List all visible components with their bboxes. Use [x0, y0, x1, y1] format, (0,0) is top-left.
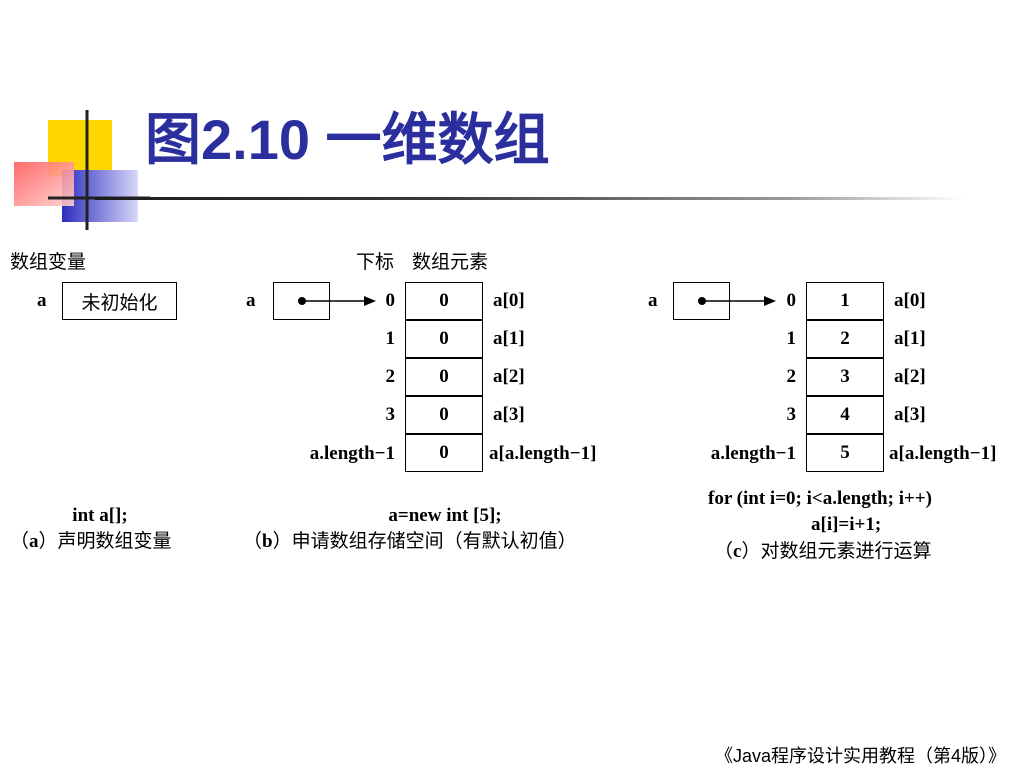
reference-dot: [298, 297, 306, 305]
panel-b-cell: 0: [405, 434, 483, 472]
panel-c-cell: 3: [806, 358, 884, 396]
panel-c-index: 3: [786, 404, 797, 425]
panel-c-element-name: a[a.length−1]: [889, 443, 997, 464]
panel-c-code-line1: for (int i=0; i<a.length; i++): [708, 488, 932, 509]
title-divider: [95, 197, 965, 200]
slide-footer: 《Java程序设计实用教程（第4版）》: [714, 746, 1006, 766]
panel-c-element-name: a[0]: [894, 290, 926, 311]
panel-b-index: a.length−1: [309, 443, 395, 464]
panel-b-code: a=new int [5];: [388, 505, 502, 526]
panel-b-cell: 0: [405, 282, 483, 320]
panel-c-cell: 5: [806, 434, 884, 472]
panel-a-header: 数组变量: [10, 252, 87, 273]
reference-dot: [698, 297, 706, 305]
panel-b-cell: 0: [405, 358, 483, 396]
panel-a-caption: （a）声明数组变量: [10, 531, 172, 552]
panel-b-element-name: a[1]: [493, 328, 525, 349]
panel-c-element-name: a[3]: [894, 404, 926, 425]
panel-b-elements-header: 数组元素: [412, 252, 489, 273]
panel-c-index: a.length−1: [710, 443, 796, 464]
panel-b-element-name: a[2]: [493, 366, 525, 387]
reference-arrow: [704, 296, 776, 306]
panel-b-index: 1: [385, 328, 396, 349]
panel-c-cell: 4: [806, 396, 884, 434]
slide-title: 图2.10 一维数组: [145, 108, 550, 171]
reference-arrow: [304, 296, 376, 306]
panel-c-code-line2: a[i]=i+1;: [811, 514, 882, 535]
panel-b-index: 0: [385, 290, 396, 311]
panel-c-index: 2: [786, 366, 797, 387]
panel-c-element-name: a[2]: [894, 366, 926, 387]
panel-b-cell: 0: [405, 396, 483, 434]
panel-b-index-header: 下标: [356, 252, 395, 273]
panel-b-index: 3: [385, 404, 396, 425]
uninitialized-box: 未初始化: [62, 282, 177, 320]
panel-b-index: 2: [385, 366, 396, 387]
slide-logo: [14, 110, 150, 230]
panel-c-cell: 2: [806, 320, 884, 358]
panel-a-var-name: a: [37, 290, 47, 311]
panel-b-var-name: a: [246, 290, 256, 311]
panel-b-element-name: a[0]: [493, 290, 525, 311]
logo-blue-square: [62, 170, 138, 222]
panel-c-index: 1: [786, 328, 797, 349]
panel-b-element-name: a[a.length−1]: [489, 443, 597, 464]
panel-c-var-name: a: [648, 290, 658, 311]
panel-c-cell: 1: [806, 282, 884, 320]
panel-c-caption: （c）对数组元素进行运算: [714, 541, 932, 562]
panel-b-cell: 0: [405, 320, 483, 358]
panel-b-caption: （b）申请数组存储空间（有默认初值）: [243, 531, 577, 552]
panel-c-index: 0: [786, 290, 797, 311]
panel-c-element-name: a[1]: [894, 328, 926, 349]
panel-b-element-name: a[3]: [493, 404, 525, 425]
panel-a-code: int a[];: [72, 505, 128, 526]
